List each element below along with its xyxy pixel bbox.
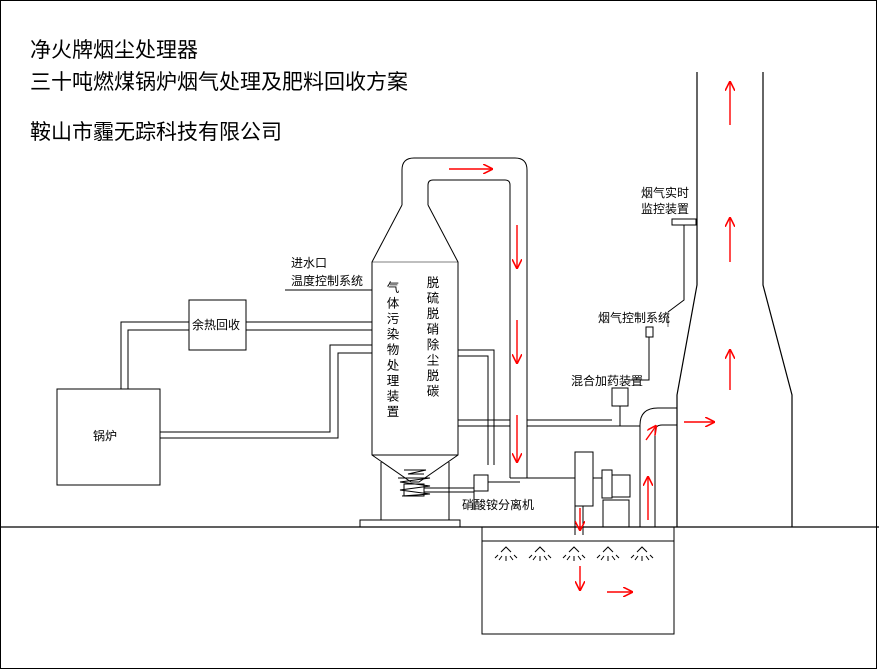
side-pipes: [458, 349, 640, 465]
realtime-monitor-label-2: 监控装置: [641, 202, 689, 216]
temp-control-label: 温度控制系统: [291, 273, 363, 288]
spray-nozzles: [494, 546, 654, 561]
flue-control-label: 烟气控制系统: [598, 310, 670, 325]
title-solution: 三十吨燃煤锅炉烟气处理及肥料回收方案: [30, 70, 408, 94]
company-name: 鞍山市霾无踪科技有限公司: [30, 120, 282, 144]
flue-control-box: [645, 326, 654, 338]
separator-equipment: [574, 451, 631, 535]
realtime-monitor-label-1: 烟气实时: [641, 185, 689, 200]
underground-tank: [481, 527, 675, 635]
title-brand: 净火牌烟尘处理器: [30, 38, 198, 62]
mixing-device-box: [611, 387, 629, 407]
flow-arrow-duct-bend: [645, 426, 656, 441]
heat-recovery-label: 余热回收: [192, 317, 240, 332]
tower-base: [359, 462, 461, 528]
gas-treatment-label: 气体污染物处理装置: [385, 280, 400, 421]
boiler-label: 锅炉: [93, 428, 117, 443]
pipes-boiler-heat: [120, 321, 372, 439]
mixing-device-label: 混合加药装置: [571, 373, 643, 388]
heat-recovery-box: [188, 299, 247, 351]
outlet-duct: [401, 157, 575, 479]
realtime-monitor-box: [671, 218, 697, 226]
flow-arrows: [449, 82, 730, 592]
treatment-tower: [371, 204, 459, 483]
desulfurization-label: 脱硫脱硝除尘脱碳: [425, 275, 440, 400]
chimney: [676, 72, 793, 527]
flue-control-line: [628, 337, 650, 381]
boiler-box: [56, 388, 161, 486]
separator-label: 硝酸铵分离机: [462, 497, 534, 512]
realtime-monitor-line: [667, 225, 685, 313]
chimney-inlet-duct: [612, 407, 677, 527]
screw-conveyor: [398, 469, 520, 510]
water-inlet-label: 进水口: [291, 256, 327, 270]
